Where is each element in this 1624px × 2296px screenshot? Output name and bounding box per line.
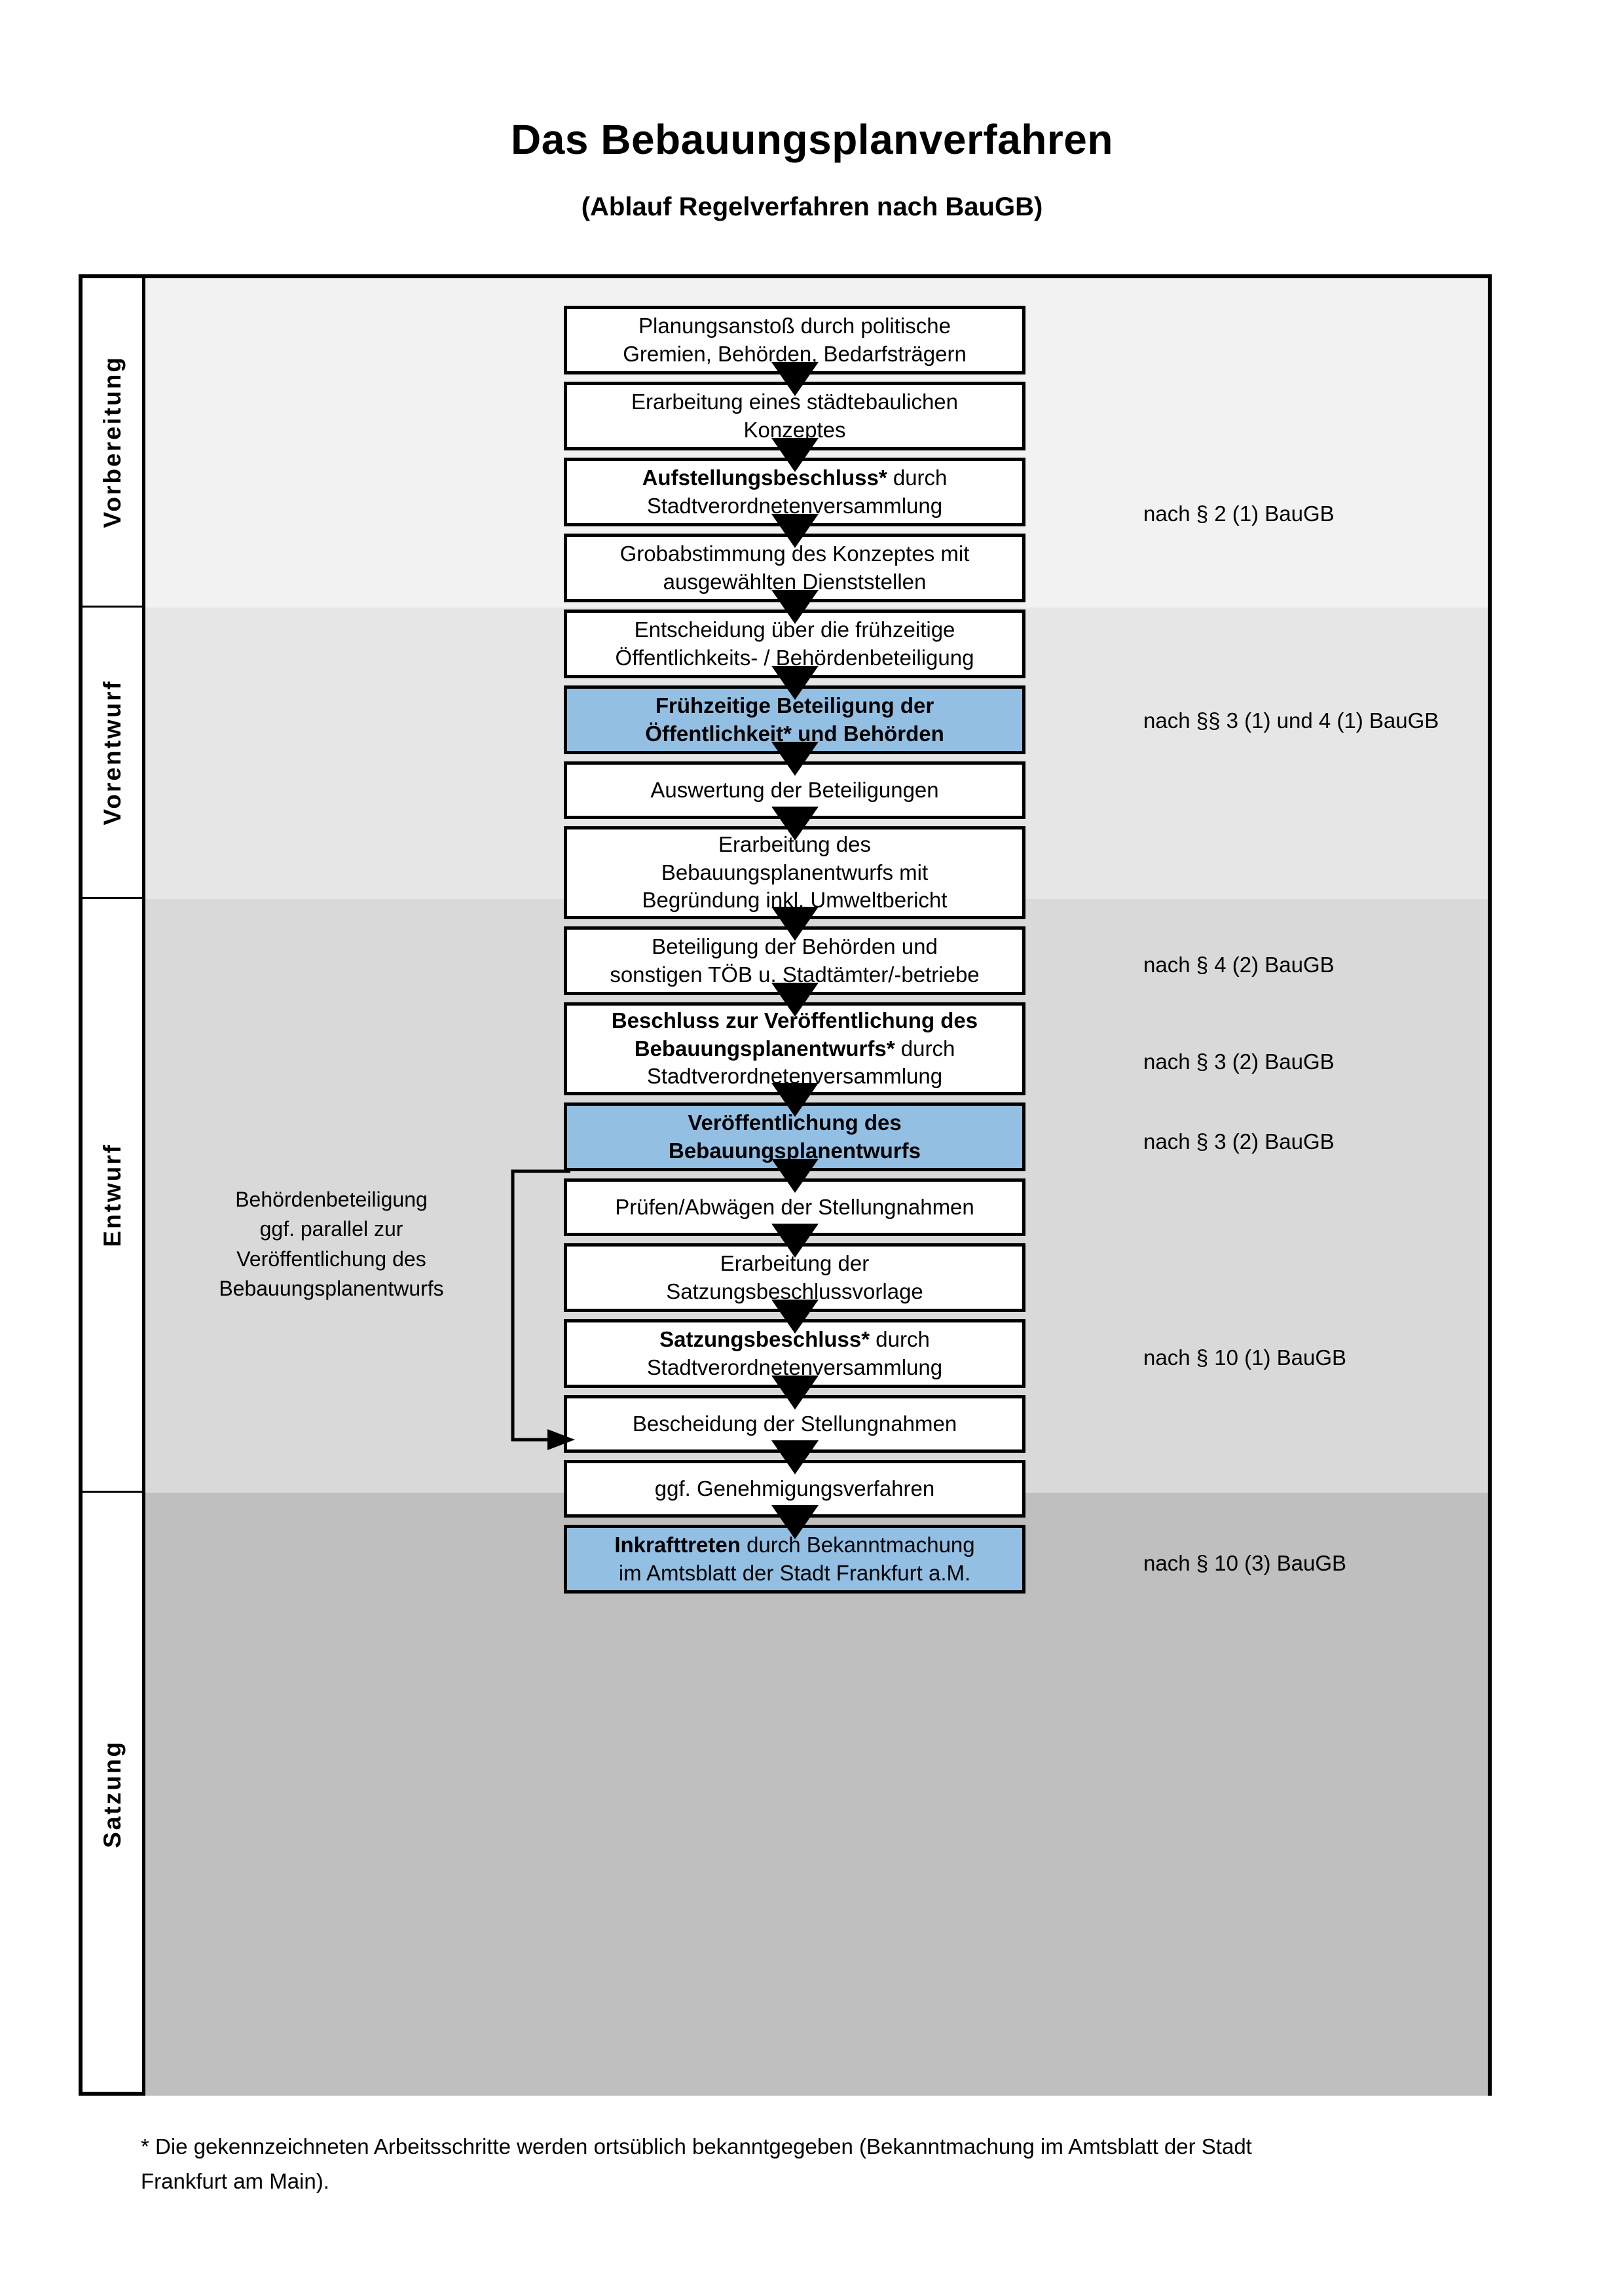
flow-arrow-down-icon (771, 1440, 819, 1474)
legal-ref-2-1: nach § 2 (1) BauGB (1143, 501, 1335, 526)
step-line: Bebauungsplanentwurfs mit (661, 860, 929, 884)
step-line: Bebauungsplanentwurfs (668, 1138, 921, 1163)
step-line-bold: Inkrafttreten (614, 1532, 741, 1557)
step-line-bold: Bebauungsplanentwurfs* (634, 1036, 895, 1061)
step-line: Auswertung der Beteiligungen (650, 777, 939, 802)
legal-ref-3-2-a: nach § 3 (2) BauGB (1143, 1049, 1335, 1074)
side-note-line-2: ggf. parallel zur (259, 1217, 403, 1241)
phase-cell-vorbereitung: Vorbereitung (83, 278, 142, 608)
flow-arrow-down-icon (771, 742, 819, 776)
side-note-line-4: Bebauungsplanentwurfs (219, 1277, 444, 1301)
page-subtitle: (Ablauf Regelverfahren nach BauGB) (581, 192, 1043, 222)
step-line-bold: Satzungsbeschluss* (659, 1326, 870, 1351)
step-line: Öffentlichkeit* und Behörden (645, 721, 944, 746)
phase-cell-satzung: Satzung (83, 1493, 142, 2096)
step-line: Prüfen/Abwägen der Stellungnahmen (615, 1194, 974, 1219)
step-box-beschluss-veroeffentlichung[interactable]: Beschluss zur Veröffentlichung des Bebau… (564, 1002, 1025, 1095)
step-line: ggf. Genehmigungsverfahren (654, 1476, 935, 1501)
phase-cell-vorentwurf: Vorentwurf (83, 608, 142, 899)
flow-arrow-down-icon (771, 983, 819, 1017)
flow-arrow-down-icon (771, 666, 819, 700)
step-line-bold: Aufstellungsbeschluss* (642, 465, 887, 490)
phase-label-satzung: Satzung (98, 1740, 126, 1848)
phase-label-entwurf: Entwurf (98, 1142, 126, 1247)
footnote-line-2: Frankfurt am Main). (141, 2169, 329, 2194)
title-block: Das Bebauungsplanverfahren (Ablauf Regel… (0, 116, 1624, 222)
flow-arrow-down-icon (771, 1159, 819, 1193)
flow-arrow-down-icon (771, 907, 819, 941)
flow-arrow-down-icon (771, 438, 819, 472)
page-title: Das Bebauungsplanverfahren (511, 116, 1113, 163)
step-line: Öffentlichkeits- / Behördenbeteiligung (615, 645, 974, 670)
flow-arrow-down-icon (771, 1300, 819, 1334)
phase-label-column: Vorbereitung Vorentwurf Entwurf Satzung (83, 278, 145, 2092)
flow-arrow-down-icon (771, 590, 819, 624)
phase-label-vorbereitung: Vorbereitung (98, 355, 126, 528)
footnote-line-1: * Die gekennzeichneten Arbeitsschritte w… (141, 2134, 1252, 2159)
phase-label-vorentwurf: Vorentwurf (98, 679, 126, 826)
phase-cell-entwurf: Entwurf (83, 899, 142, 1493)
legal-ref-10-3: nach § 10 (3) BauGB (1143, 1551, 1347, 1575)
side-note-parallel-beteiligung: Behördenbeteiligung ggf. parallel zur Ve… (174, 1185, 489, 1304)
step-line: ausgewählten Dienststellen (663, 569, 927, 594)
flow-arrow-down-icon (771, 1505, 819, 1539)
flow-arrow-down-icon (771, 1083, 819, 1117)
step-line: Bebauungsplanentwurfs* durch (634, 1036, 955, 1061)
side-note-line-3: Veröffentlichung des (236, 1247, 426, 1271)
step-line: Stadtverordnetenversammlung (646, 1355, 943, 1379)
legal-ref-10-1: nach § 10 (1) BauGB (1143, 1345, 1347, 1370)
flow-arrow-down-icon (771, 362, 819, 396)
parallel-process-connector (511, 1169, 575, 1450)
flow-arrow-down-icon (771, 1224, 819, 1258)
flow-arrow-down-icon (771, 514, 819, 548)
legal-ref-3-1-4-1: nach §§ 3 (1) und 4 (1) BauGB (1143, 708, 1439, 733)
step-line: Stadtverordnetenversammlung (646, 493, 943, 518)
step-line: Aufstellungsbeschluss* durch (642, 465, 948, 490)
step-line: Satzungsbeschluss* durch (659, 1326, 930, 1351)
step-line: Satzungsbeschlussvorlage (666, 1279, 923, 1303)
step-box-planungsanstoss[interactable]: Planungsanstoß durch politische Gremien,… (564, 306, 1025, 374)
legal-ref-3-2-b: nach § 3 (2) BauGB (1143, 1129, 1335, 1154)
step-line: Konzeptes (743, 417, 846, 442)
legal-ref-4-2: nach § 4 (2) BauGB (1143, 953, 1335, 977)
footnote: * Die gekennzeichneten Arbeitsschritte w… (141, 2129, 1529, 2199)
step-line: Planungsanstoß durch politische (638, 313, 951, 338)
step-line: Gremien, Behörden, Bedarfsträgern (623, 341, 967, 366)
step-line: im Amtsblatt der Stadt Frankfurt a.M. (618, 1560, 971, 1585)
flowchart-frame: Vorbereitung Vorentwurf Entwurf Satzung … (79, 274, 1492, 2096)
side-note-line-1: Behördenbeteiligung (235, 1188, 428, 1211)
step-line: sonstigen TÖB u. Stadtämter/-betriebe (610, 962, 980, 987)
flow-arrow-down-icon (771, 807, 819, 841)
flow-arrow-down-icon (771, 1376, 819, 1410)
step-line: Bescheidung der Stellungnahmen (632, 1411, 957, 1436)
